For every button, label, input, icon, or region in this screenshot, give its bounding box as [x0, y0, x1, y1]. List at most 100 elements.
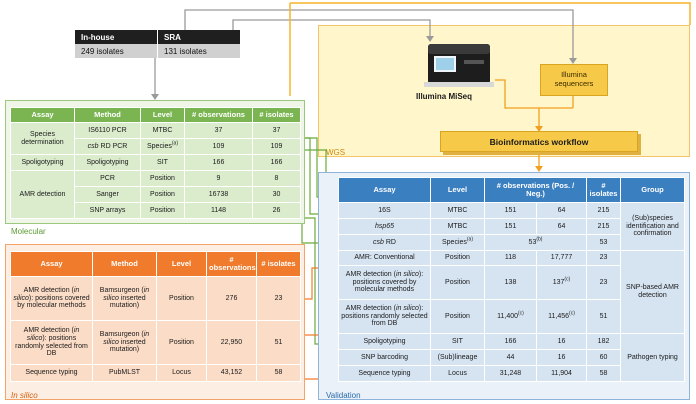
mol-header-method: Method [74, 107, 141, 123]
illumina-sequencers-label: Illumina sequencers [554, 70, 594, 88]
mol-cell: 26 [252, 202, 301, 219]
table-row: csb RD PCR Species(a) 109 109 [11, 138, 301, 155]
val-cell: 11,456(c) [535, 299, 588, 334]
mol-cell: 109 [252, 138, 301, 155]
val-cell: 64 [535, 202, 588, 219]
val-cell: MTBC [430, 218, 485, 235]
val-cell: Position [430, 250, 485, 266]
table-row: 16S MTBC 151 64 215 (Sub)species identif… [338, 202, 686, 251]
val-cell: Position [430, 265, 485, 300]
miseq-label: Illumina MiSeq [416, 92, 473, 101]
table-row: AMR detection (in silico): positions ran… [10, 320, 301, 365]
ins-cell: 276 [206, 276, 257, 321]
mol-cell: 8 [252, 170, 301, 187]
insilico-region-label: In silico [11, 391, 38, 400]
val-cell: 138 [484, 265, 537, 300]
validation-region-label: Validation [326, 391, 361, 400]
sequencer-device-icon [420, 42, 498, 88]
inhouse-count: 249 isolates [75, 44, 157, 58]
bioinformatics-workflow-label: Bioinformatics workflow [489, 137, 589, 147]
val-header-iso: # isolates [586, 177, 622, 203]
val-cell: 64 [535, 218, 588, 235]
ins-cell: Position [156, 276, 207, 321]
mol-cell: Position [140, 202, 185, 219]
ins-cell: Position [156, 320, 207, 365]
val-cell: 23 [586, 265, 622, 300]
mol-cell: Position [140, 170, 185, 187]
mol-cell: IS6110 PCR [74, 122, 141, 139]
val-cell: 215 [586, 202, 622, 219]
inhouse-title: In-house [75, 30, 157, 44]
val-cell: 11,904 [535, 365, 588, 382]
val-cell: 31,248 [484, 365, 537, 382]
ins-cell: 23 [256, 276, 301, 321]
mol-cell: PCR [74, 170, 141, 187]
table-row: SNP barcoding (Sub)lineage 44 16 60 [338, 349, 685, 366]
table-row: SNP arrays Position 1148 26 [11, 202, 301, 219]
ins-cell: 51 [256, 320, 301, 365]
val-header-obs: # observations (Pos. / Neg.) [483, 177, 588, 203]
mol-cell: MTBC [140, 122, 185, 139]
val-cell: Position [430, 299, 485, 334]
val-cell: SIT [430, 333, 485, 350]
val-cell: (Sub)lineage [430, 349, 485, 366]
val-cell: 182 [586, 333, 622, 350]
table-row: AMR detection PCR Position 9 8 [10, 170, 301, 219]
mol-cell: 109 [184, 138, 253, 155]
val-cell: 58 [586, 365, 622, 382]
val-cell: 44 [484, 349, 537, 366]
ins-cell: Locus [156, 364, 207, 382]
ins-header-assay: Assay [10, 251, 93, 277]
table-row: Spoligotyping SIT 166 16 182 Pathogen ty… [338, 333, 686, 382]
val-cell: 215 [586, 218, 622, 235]
val-cell: 166 [484, 333, 537, 350]
val-cell: 60 [586, 349, 622, 366]
ins-cell: Bamsurgeon (in silico inserted mutation) [92, 276, 157, 321]
mol-cell: 16738 [184, 186, 253, 203]
mol-cell: Species determination [10, 122, 75, 155]
mol-cell: SNP arrays [74, 202, 141, 219]
ins-cell: 58 [256, 364, 301, 382]
wgs-region-label: WGS [326, 148, 346, 157]
val-cell: 53(b) [483, 234, 588, 251]
val-header-group: Group [620, 177, 686, 203]
val-cell: MTBC [430, 202, 485, 219]
val-cell: SNP barcoding [338, 349, 431, 366]
table-row: Species determination IS6110 PCR MTBC 37… [10, 122, 301, 155]
val-cell: 23 [586, 250, 622, 266]
mol-cell: 166 [252, 154, 301, 171]
ins-header-level: Level [156, 251, 207, 277]
val-cell: Locus [430, 365, 485, 382]
table-row: AMR: Conventional Position 118 17,777 23… [338, 250, 686, 334]
mol-cell: AMR detection [10, 170, 75, 219]
ins-cell: PubMLST [92, 364, 157, 382]
table-row: AMR detection (in silico): positions cov… [10, 276, 301, 321]
molecular-table: Assay Method Level # observations # isol… [10, 107, 301, 219]
mol-cell: Position [140, 186, 185, 203]
table-row: Sanger Position 16738 30 [11, 186, 301, 203]
mol-cell: csb RD PCR [74, 138, 141, 155]
insilico-table: Assay Method Level # observations # isol… [10, 251, 301, 382]
val-cell: Sequence typing [338, 365, 431, 382]
sra-count: 131 isolates [158, 44, 240, 58]
val-cell: 151 [484, 202, 537, 219]
val-group-cell: Pathogen typing [620, 333, 686, 382]
table-row: AMR detection (in silico): positions cov… [338, 265, 685, 300]
mol-cell: Species(a) [140, 138, 185, 155]
table-row: AMR detection (in silico): positions ran… [338, 299, 685, 334]
mol-cell: 166 [184, 154, 253, 171]
val-group-cell: (Sub)species identification and confirma… [620, 202, 686, 251]
ins-cell: 22,950 [206, 320, 257, 365]
mol-cell: 30 [252, 186, 301, 203]
molecular-region-label: Molecular [11, 227, 46, 236]
ins-cell: 43,152 [206, 364, 257, 382]
val-header-assay: Assay [338, 177, 431, 203]
mol-cell: 37 [184, 122, 253, 139]
ins-header-method: Method [92, 251, 157, 277]
ins-cell: Sequence typing [10, 364, 93, 382]
ins-cell: Bamsurgeon (in silico inserted mutation) [92, 320, 157, 365]
sra-title: SRA [158, 30, 240, 44]
val-cell: 11,400(c) [484, 299, 537, 334]
mol-header-level: Level [140, 107, 185, 123]
val-cell: 53 [586, 234, 622, 251]
